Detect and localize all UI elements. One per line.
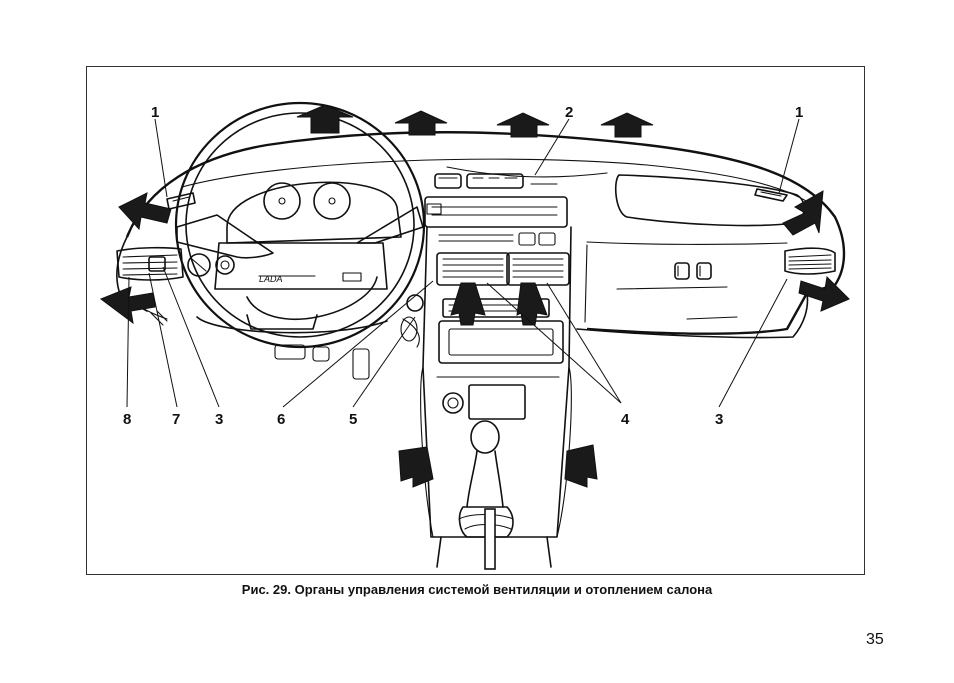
callout-3-right: 3: [715, 411, 723, 428]
emblem-text: LADA: [259, 274, 283, 284]
cigarette-lighter: [442, 392, 464, 414]
side-airflow-arrows: [99, 190, 850, 325]
windshield-airflow-arrows: [296, 104, 654, 138]
right-switch-1: [674, 262, 690, 280]
callout-leaders: [126, 118, 800, 408]
ashtray: [468, 384, 526, 420]
speedometer: [263, 182, 301, 220]
callout-4: 4: [621, 411, 630, 428]
callout-3-left: 3: [215, 411, 223, 428]
switch-cluster-right: [466, 173, 524, 189]
dashboard-outline: [125, 131, 846, 335]
heater-knob: [406, 294, 424, 312]
callout-7: 7: [172, 411, 180, 428]
callout-1-left: 1: [151, 104, 159, 121]
footwell-airflow-arrows: [398, 444, 598, 488]
heater-control-panel: [438, 320, 564, 364]
center-vent-right: [506, 252, 570, 286]
center-vent-left: [436, 252, 510, 286]
dashboard-illustration: LADA: [99, 101, 850, 570]
callout-5: 5: [349, 411, 357, 428]
tachometer: [313, 182, 351, 220]
instrument-cluster: LADA: [214, 181, 402, 290]
center-console: [406, 173, 572, 570]
radio-slot: [424, 196, 568, 228]
figure-caption: Рис. 29. Органы управления системой вент…: [241, 582, 713, 597]
figure-frame: LADA: [86, 66, 865, 575]
heater-levers: [442, 298, 550, 318]
dash-ridge: [181, 158, 816, 208]
callout-6: 6: [277, 411, 285, 428]
right-side-vent: [784, 247, 836, 275]
switch-cluster-left: [434, 173, 462, 189]
gear-lever: [458, 420, 514, 570]
callout-1-right: 1: [795, 104, 803, 121]
steering-wheel: [174, 101, 426, 349]
left-side-vent: [116, 246, 184, 281]
callout-2: 2: [565, 104, 573, 121]
right-defroster-vent: [754, 188, 788, 202]
left-defroster-vent: [166, 192, 196, 210]
callout-8: 8: [123, 411, 131, 428]
left-rotary-knob-2: [215, 255, 235, 275]
right-switch-2: [696, 262, 712, 280]
page-number: 35: [866, 631, 884, 648]
center-airflow-arrows: [450, 282, 548, 326]
